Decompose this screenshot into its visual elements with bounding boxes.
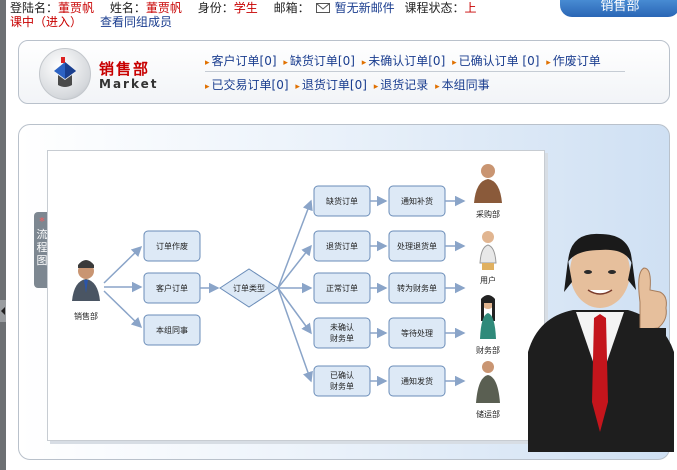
branch-customer-order[interactable]: 客户订单 [143,272,201,304]
type-return-label: 退货订单 [326,241,358,251]
collapse-arrow-icon[interactable] [0,300,6,322]
role-user-label: 用户 [480,275,496,285]
user-info-bar: 登陆名：董贾帆 姓名：董贾帆 身份：学生 邮箱：暂无新邮件 课程状态：上 课中（… [10,0,677,32]
type-return[interactable]: 退货订单 [313,230,371,262]
svg-text:已确认财务单: 已确认财务单 [330,370,354,391]
name-value: 董贾帆 [145,1,182,15]
side-tab-star: * [39,215,45,228]
branch-colleagues-label: 本组同事 [156,325,188,335]
type-normal[interactable]: 正常订单 [313,272,371,304]
flowchart-side-tab[interactable]: *流程图 [34,212,50,288]
mail-status-link[interactable]: 暂无新邮件 [334,1,395,15]
type-unconfirmed-finance[interactable]: 未确认财务单 [313,317,371,349]
nav-return-records[interactable]: 退货记录 [374,78,429,92]
nav-group-colleagues[interactable]: 本组同事 [435,78,490,92]
type-confirmed-line1: 已确认 [330,370,354,380]
type-confirmed-line2: 财务单 [330,381,354,391]
role-purchasing-label: 采购部 [476,209,500,219]
action-wait-label: 等待处理 [401,328,433,338]
order-nav-row-2: 已交易订单[0] 退货订单[0] 退货记录 本组同事 [205,76,493,93]
view-group-members-link[interactable]: 查看同组成员 [100,15,173,29]
type-unconfirmed-line2: 财务单 [330,333,354,343]
purchasing-person-icon [474,164,502,203]
nav-traded-orders[interactable]: 已交易订单[0] [205,78,289,92]
course-status-part1: 上 [464,1,477,15]
department-header: 销售部 Market 客户订单[0] 缺货订单[0] 未确认订单[0] 已确认订… [18,40,670,104]
course-status-enter-link[interactable]: 课中（进入） [10,15,83,29]
branch-void-label: 订单作废 [156,241,188,251]
branch-customer-label: 客户订单 [156,283,188,293]
sales-person-icon [72,260,100,301]
role-finance-label: 财务部 [476,345,500,355]
type-shortage-label: 缺货订单 [326,196,358,206]
action-ship-label: 通知发货 [401,376,433,386]
decision-arrows [277,199,313,383]
type-shortage[interactable]: 缺货订单 [313,185,371,217]
thumbs-up-businessman-illustration [528,233,674,452]
nav-shortage-orders[interactable]: 缺货订单[0] [283,54,355,68]
login-value: 董贾帆 [58,1,95,15]
role-logistics-label: 储运部 [476,409,500,419]
svg-text:未确认财务单: 未确认财务单 [330,322,354,343]
mailbox-label: 邮箱： [273,1,310,15]
left-scroll-bar [0,0,6,470]
action-to-finance[interactable]: 转为财务单 [388,272,446,304]
action-return-label: 处理退货单 [397,241,437,251]
decision-order-type: 订单类型 [219,268,279,308]
action-arrows [370,195,388,387]
order-nav-row-1: 客户订单[0] 缺货订单[0] 未确认订单[0] 已确认订单 [0] 作废订单 [205,52,604,69]
start-arrows [103,245,143,329]
action-notify-ship[interactable]: 通知发货 [388,365,446,397]
type-normal-label: 正常订单 [326,283,358,293]
action-restock-label: 通知补货 [401,196,433,206]
nav-divider [205,71,625,72]
sales-flow-diagram: 销售部 订单作废 客户订单 本组同事 [47,150,545,441]
nav-return-orders[interactable]: 退货订单[0] [295,78,367,92]
action-process-return[interactable]: 处理退货单 [388,230,446,262]
user-person-icon [479,231,497,270]
course-status-label: 课程状态： [404,1,465,15]
finance-person-icon [480,295,496,339]
logistics-person-icon [476,361,500,403]
type-confirmed-finance[interactable]: 已确认财务单 [313,365,371,397]
department-logo [39,48,91,100]
side-tab-text: 流程图 [36,228,48,267]
action-notify-restock[interactable]: 通知补货 [388,185,446,217]
login-label: 登陆名： [10,1,59,15]
nav-confirmed-orders[interactable]: 已确认订单 [0] [452,54,539,68]
department-tab[interactable]: 销售部 [560,0,677,17]
nav-void-orders[interactable]: 作废订单 [546,54,601,68]
role-arrows [445,195,466,387]
name-label: 姓名： [109,1,146,15]
department-subtitle: Market [99,77,159,91]
department-title: 销售部 [99,60,151,78]
action-finance-label: 转为财务单 [397,283,437,293]
mail-icon[interactable] [315,3,330,13]
decision-label: 订单类型 [233,283,265,293]
branch-void-order[interactable]: 订单作废 [143,230,201,262]
role-label: 身份： [197,1,234,15]
type-unconfirmed-line1: 未确认 [330,322,354,332]
branch-colleagues[interactable]: 本组同事 [143,314,201,346]
nav-unconfirmed-orders[interactable]: 未确认订单[0] [362,54,446,68]
action-wait[interactable]: 等待处理 [388,317,446,349]
role-value: 学生 [233,1,258,15]
nav-customer-orders[interactable]: 客户订单[0] [205,54,277,68]
start-label: 销售部 [74,311,98,321]
